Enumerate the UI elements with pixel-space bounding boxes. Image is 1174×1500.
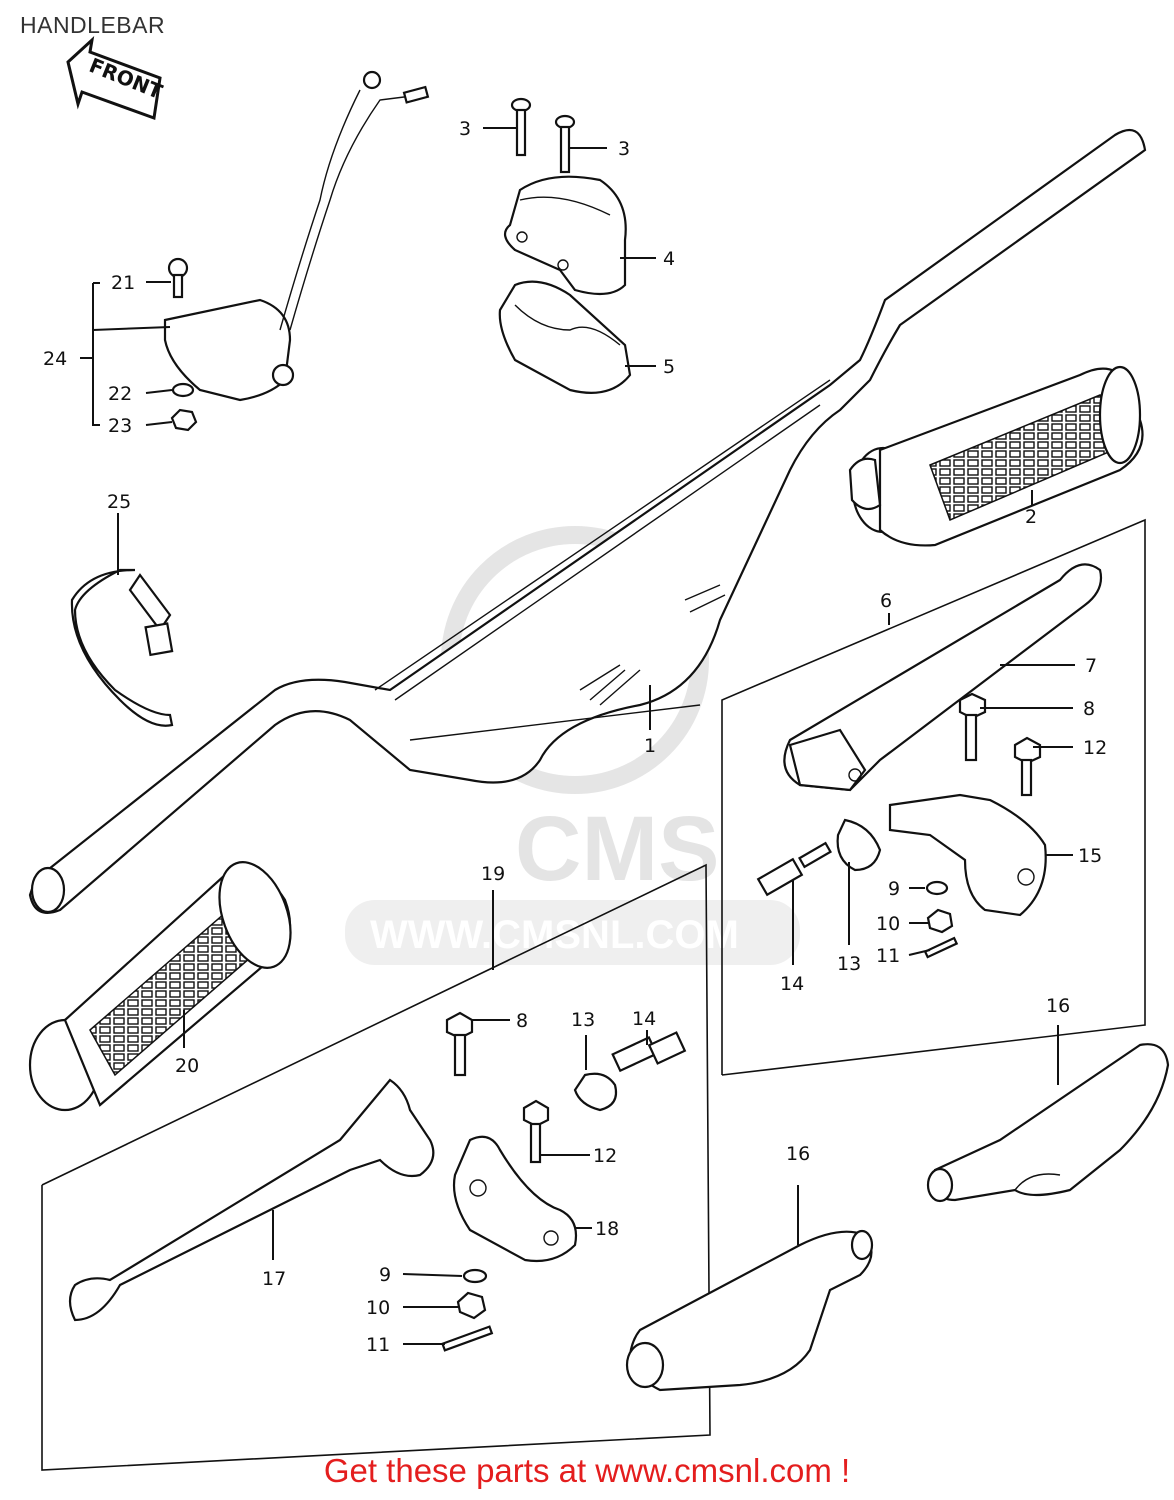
callout-22: 22 — [108, 383, 132, 405]
callout-25: 25 — [107, 491, 131, 513]
callout-16b: 16 — [786, 1143, 810, 1165]
callout-23: 23 — [108, 415, 132, 437]
throttle-grip-part — [848, 365, 1144, 547]
nut-23-part — [170, 408, 198, 432]
callout-19: 19 — [481, 863, 505, 885]
lever-cover-16a-part — [926, 1043, 1170, 1203]
callout-5: 5 — [663, 356, 675, 378]
callout-6: 6 — [880, 590, 892, 612]
right-lever-group — [721, 518, 1146, 1076]
bolt-12b-part — [522, 1099, 550, 1164]
switch-assembly-part — [163, 70, 430, 402]
handlebar-part — [28, 128, 1147, 914]
screw-21-part — [167, 257, 189, 299]
callout-10b: 10 — [366, 1297, 390, 1319]
screw-3b-part — [554, 114, 576, 174]
callout-4: 4 — [663, 248, 675, 270]
callout-12b: 12 — [593, 1145, 617, 1167]
page-title: HANDLEBAR — [20, 12, 166, 38]
front-arrow-icon: FRONT — [66, 35, 166, 121]
callout-20: 20 — [175, 1055, 199, 1077]
bolt-8a-part — [958, 692, 987, 762]
holder-upper-part — [503, 175, 627, 296]
watermark-logo-text: CMS — [515, 798, 719, 900]
watermark-url-text: WWW.CMSNL.COM — [370, 913, 739, 957]
holder-lower-part — [498, 280, 632, 394]
callout-2: 2 — [1025, 506, 1037, 528]
pin-11a-part — [923, 936, 959, 959]
washer-9b-part — [462, 1268, 488, 1284]
callout-10a: 10 — [876, 913, 900, 935]
callout-24: 24 — [43, 348, 67, 370]
callout-labels: 1 2 3 3 4 5 6 7 8 12 15 9 10 11 13 14 19… — [43, 118, 1107, 1356]
nut-10a-part — [926, 908, 954, 934]
callout-13a: 13 — [837, 953, 861, 975]
callout-21: 21 — [111, 272, 135, 294]
band-25-part — [70, 568, 174, 727]
callout-17: 17 — [262, 1268, 286, 1290]
callout-13b: 13 — [571, 1009, 595, 1031]
callout-14a: 14 — [780, 973, 804, 995]
callout-12a: 12 — [1083, 737, 1107, 759]
lever-cover-16b-part — [625, 1229, 874, 1392]
callout-1: 1 — [644, 735, 656, 757]
screw-3a-part — [510, 97, 532, 157]
callout-7: 7 — [1085, 655, 1097, 677]
callout-3b: 3 — [618, 138, 630, 160]
leader-lines — [80, 127, 1075, 1345]
bolt-8b-part — [445, 1011, 474, 1077]
washer-22-part — [171, 382, 195, 398]
footer-link[interactable]: Get these parts at www.cmsnl.com ! — [323, 1452, 851, 1489]
left-grip-part — [28, 861, 292, 1112]
nut-10b-part — [456, 1291, 487, 1320]
callout-11a: 11 — [876, 945, 900, 967]
callout-11b: 11 — [366, 1334, 390, 1356]
callout-8b: 8 — [516, 1010, 528, 1032]
callout-14b: 14 — [632, 1008, 656, 1030]
callout-16a: 16 — [1046, 995, 1070, 1017]
bolt-12a-part — [1013, 736, 1042, 797]
callout-9b: 9 — [379, 1264, 391, 1286]
callout-3a: 3 — [459, 118, 471, 140]
callout-9a: 9 — [888, 878, 900, 900]
callout-15: 15 — [1078, 845, 1102, 867]
washer-9a-part — [925, 880, 949, 896]
left-lever-group — [41, 863, 711, 1471]
pin-11b-part — [441, 1325, 494, 1352]
callout-8a: 8 — [1083, 698, 1095, 720]
callout-18: 18 — [595, 1218, 619, 1240]
